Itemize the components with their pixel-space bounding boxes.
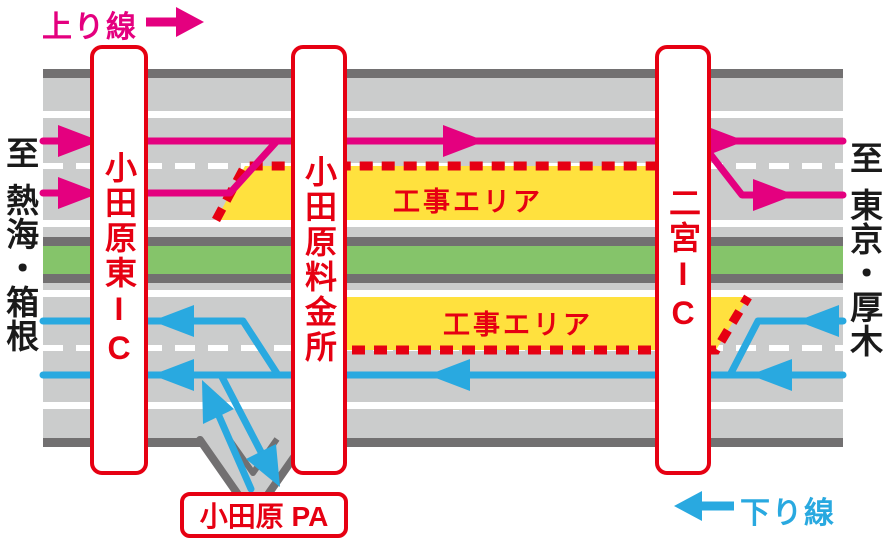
destination-right-prefix: 至	[845, 141, 883, 175]
construction-border-down	[330, 294, 752, 355]
legend-arrows	[146, 7, 734, 521]
destination-right: 至東京・厚木	[845, 141, 883, 421]
road-edge-bottom-right	[303, 438, 843, 447]
up-line-legend-label: 上り線	[42, 11, 138, 44]
down-arrow-2	[152, 359, 194, 391]
up-lane2-split-line	[696, 137, 847, 199]
construction-area-down-line	[330, 294, 752, 355]
up-arrow-3	[443, 125, 485, 157]
road-edge-top	[43, 69, 843, 78]
median-edge-bottom	[43, 274, 843, 283]
up-arrow-1	[58, 125, 100, 157]
shoulder-line-down-inner	[43, 290, 843, 297]
shoulder-line-down-outer	[43, 402, 843, 409]
pa-exit-arrow	[202, 380, 234, 424]
destination-right-name: 東京・厚木	[845, 188, 883, 358]
up-line-legend-arrow-head	[176, 7, 204, 37]
facility-odawara-higashi-ic: 小田原東IC	[90, 45, 148, 475]
destination-left-name: 熱海・箱根	[1, 183, 39, 353]
shoulder-line-up-outer	[43, 111, 843, 118]
down-arrow-1	[152, 305, 194, 337]
median-green-strip	[43, 246, 843, 274]
down-arrow-4	[750, 359, 792, 391]
construction-area-down-label: 工事エリア	[443, 310, 593, 340]
up-arrow-5	[753, 179, 795, 211]
down-arrow-5	[797, 305, 839, 337]
construction-border-up	[212, 161, 683, 223]
up-arrow-2	[58, 177, 100, 209]
facility-ninomiya-ic-label: 二宮IC	[665, 186, 701, 334]
destination-left-prefix: 至	[1, 136, 39, 170]
median	[43, 237, 843, 283]
facility-odawara-tollgate: 小田原料金所	[291, 45, 347, 475]
facility-odawara-pa: 小田原 PA	[180, 492, 348, 538]
destination-left: 至熱海・箱根	[1, 136, 39, 416]
facility-odawara-higashi-ic-label: 小田原東IC	[101, 151, 137, 369]
up-arrow-4	[703, 125, 745, 157]
facility-odawara-tollgate-label: 小田原料金所	[301, 155, 337, 365]
pa-exit-line	[215, 412, 255, 493]
pa-entry-arrow	[246, 444, 280, 487]
construction-zone-down	[330, 297, 748, 350]
pa-entry-line	[218, 373, 265, 456]
down-line-legend-label: 下り線	[740, 497, 836, 530]
facility-ninomiya-ic: 二宮IC	[655, 45, 711, 475]
median-edge-top	[43, 237, 843, 246]
down-arrow-3	[428, 359, 470, 391]
shoulder-line-up-inner	[43, 220, 843, 227]
facility-odawara-pa-label: 小田原 PA	[199, 501, 329, 532]
down-line-legend-arrow-head	[674, 491, 702, 521]
construction-area-up-label: 工事エリア	[393, 187, 543, 217]
